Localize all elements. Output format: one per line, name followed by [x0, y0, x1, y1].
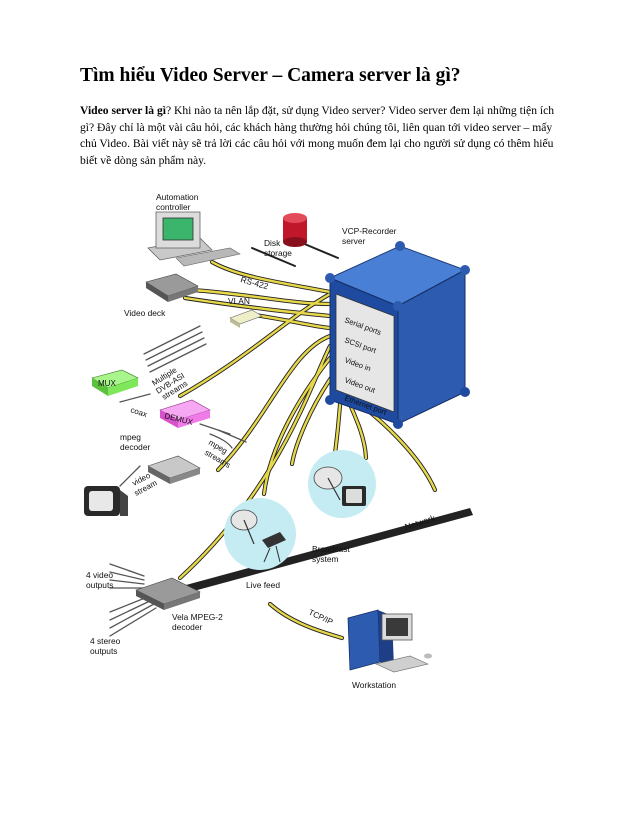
mpeg-decoder-label-2: decoder [120, 442, 150, 452]
video-server-diagram: Automation controller Disk storage VCP-R… [84, 192, 473, 690]
network-bar [175, 508, 473, 595]
page-title: Tìm hiểu Video Server – Camera server là… [80, 65, 461, 86]
automation-controller-label-1: Automation [156, 192, 199, 202]
tcpip-label: TCP/IP [307, 608, 334, 627]
coax-label: coax [129, 405, 148, 419]
workstation-icon [347, 609, 432, 673]
vcp-recorder-label-2: server [342, 236, 365, 246]
four-video-outputs-label-2: outputs [86, 580, 113, 590]
intro-lead: Video server là gì [80, 104, 166, 117]
mpeg-decoder-box-icon [147, 455, 201, 484]
automation-controller-icon [147, 211, 241, 267]
broadcast-system-label-2: system [312, 554, 339, 564]
broadcast-system-icon [308, 450, 376, 518]
live-feed-icon [224, 498, 296, 570]
intro-text: ? Khi nào ta nên lắp đặt, sử dụng Video … [80, 104, 555, 167]
video-deck-label: Video deck [124, 308, 166, 318]
disk-storage-label-1: Disk [264, 238, 281, 248]
vlan-label: VLAN [228, 296, 250, 306]
broadcast-system-label-1: Broadcast [312, 544, 350, 554]
vela-decoder-icon [135, 577, 201, 610]
four-stereo-outputs-label-2: outputs [90, 646, 117, 656]
video-deck-icon [145, 273, 199, 302]
television-icon [84, 486, 128, 516]
mux-box-icon [91, 369, 139, 396]
disk-storage-label-2: storage [264, 248, 292, 258]
workstation-label: Workstation [352, 680, 396, 690]
four-video-outputs-label-1: 4 video [86, 570, 113, 580]
disk-storage-icon [283, 213, 307, 247]
demux-box-icon [159, 399, 211, 428]
vcp-recorder-label-1: VCP-Recorder [342, 226, 397, 236]
intro-paragraph: Video server là gì? Khi nào ta nên lắp đ… [80, 103, 564, 169]
rs422-label: RS-422 [239, 274, 269, 291]
vela-decoder-label-2: decoder [172, 622, 202, 632]
vcp-recorder-server-icon [325, 241, 470, 429]
vela-decoder-label-1: Vela MPEG-2 [172, 612, 223, 622]
mux-label: MUX [98, 379, 116, 388]
live-feed-label: Live feed [246, 580, 280, 590]
automation-controller-label-2: controller [156, 202, 191, 212]
four-stereo-outputs-label-1: 4 stereo [90, 636, 121, 646]
vlan-device-icon [229, 309, 263, 328]
mpeg-decoder-label-1: mpeg [120, 432, 141, 442]
